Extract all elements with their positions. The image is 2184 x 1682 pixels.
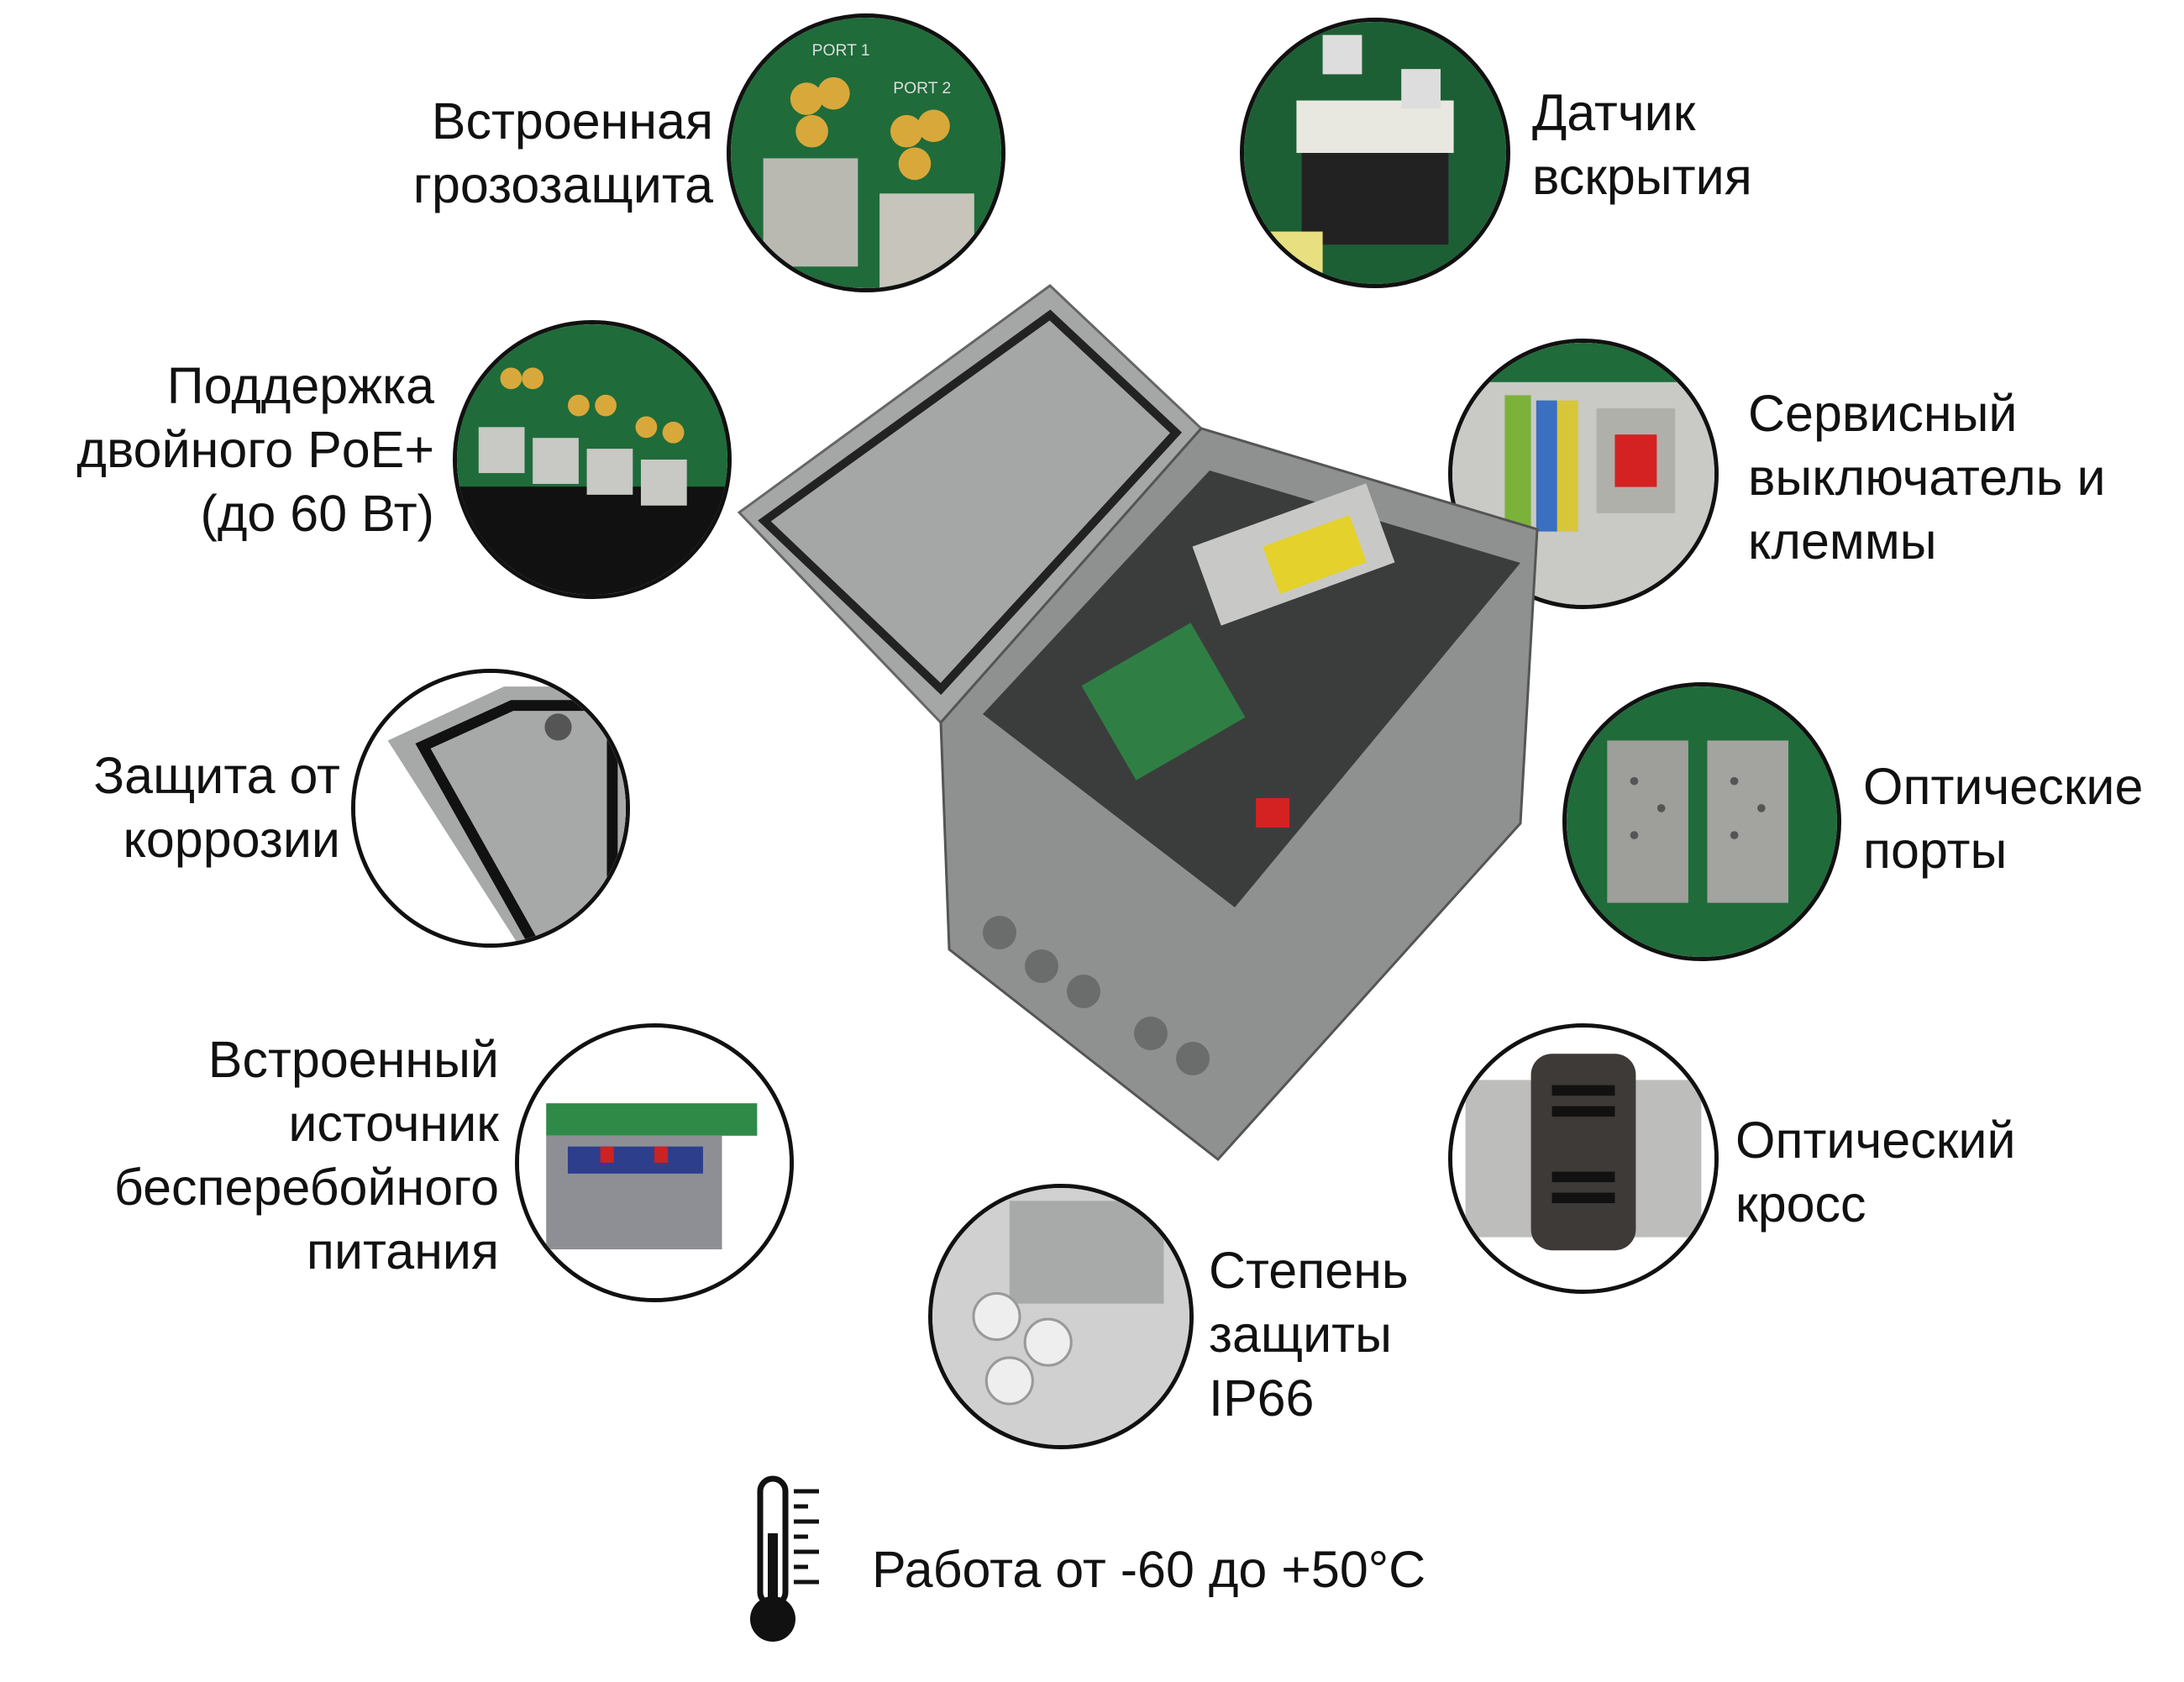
label-line: бесперебойного [113,1159,499,1216]
label-line: Оптические [1863,758,2144,815]
label-line: Сервисный [1748,385,2018,442]
label-line: кросс [1735,1175,1866,1233]
label-line: порты [1863,822,2008,879]
label-line: двойного PoE+ [76,421,434,478]
label-line: Поддержка [166,357,434,414]
label-line: Встроенный [207,1031,499,1088]
label-line: защиты [1209,1306,1392,1363]
feature-label-tamper: Датчик вскрытия [1532,81,1752,208]
label-line: Степень [1209,1242,1409,1299]
label-line: источник [288,1095,499,1152]
label-line: (до 60 Вт) [200,485,435,542]
label-line: грозозащита [412,156,713,213]
optical-cross-photo [1448,1023,1719,1294]
label-line: вскрытия [1532,148,1752,205]
enclosure-illustration [737,284,1539,1162]
thermometer-icon [750,1475,819,1642]
label-line: Датчик [1532,84,1696,141]
label-line: выключатель и [1748,449,2106,506]
label-line: клеммы [1748,512,1937,570]
feature-label-corrosion: Защита от коррозии [93,744,340,871]
label-line: IP66 [1209,1369,1315,1427]
feature-label-poe: Поддержка двойного PoE+ (до 60 Вт) [76,354,434,545]
label-line: Встроенная [431,92,713,150]
lightning-protection-photo: PORT 1 PORT 2 [727,13,1005,292]
feature-label-optical-cross: Оптический кросс [1735,1108,2016,1236]
feature-label-optical-ports: Оптические порты [1863,754,2143,882]
ip66-photo [928,1184,1194,1449]
tamper-sensor-photo [1240,18,1510,288]
label-line: Оптический [1735,1112,2016,1169]
temperature-range-text: Работа от -60 до +50°C [872,1541,1426,1598]
label-line: коррозии [123,811,340,868]
dual-poe-photo [453,320,732,599]
ups-photo [515,1023,794,1302]
label-line: питания [306,1222,499,1280]
optical-ports-photo [1562,682,1841,961]
corrosion-protection-photo [351,669,630,948]
port1-label: PORT 1 [812,42,870,60]
label-line: Защита от [93,747,340,804]
port2-label: PORT 2 [893,80,951,97]
feature-label-switch: Сервисный выключатель и клеммы [1748,381,2106,573]
feature-label-lightning: Встроенная грозозащита [413,89,713,217]
feature-label-ups: Встроенный источник бесперебойного питания [114,1028,499,1283]
